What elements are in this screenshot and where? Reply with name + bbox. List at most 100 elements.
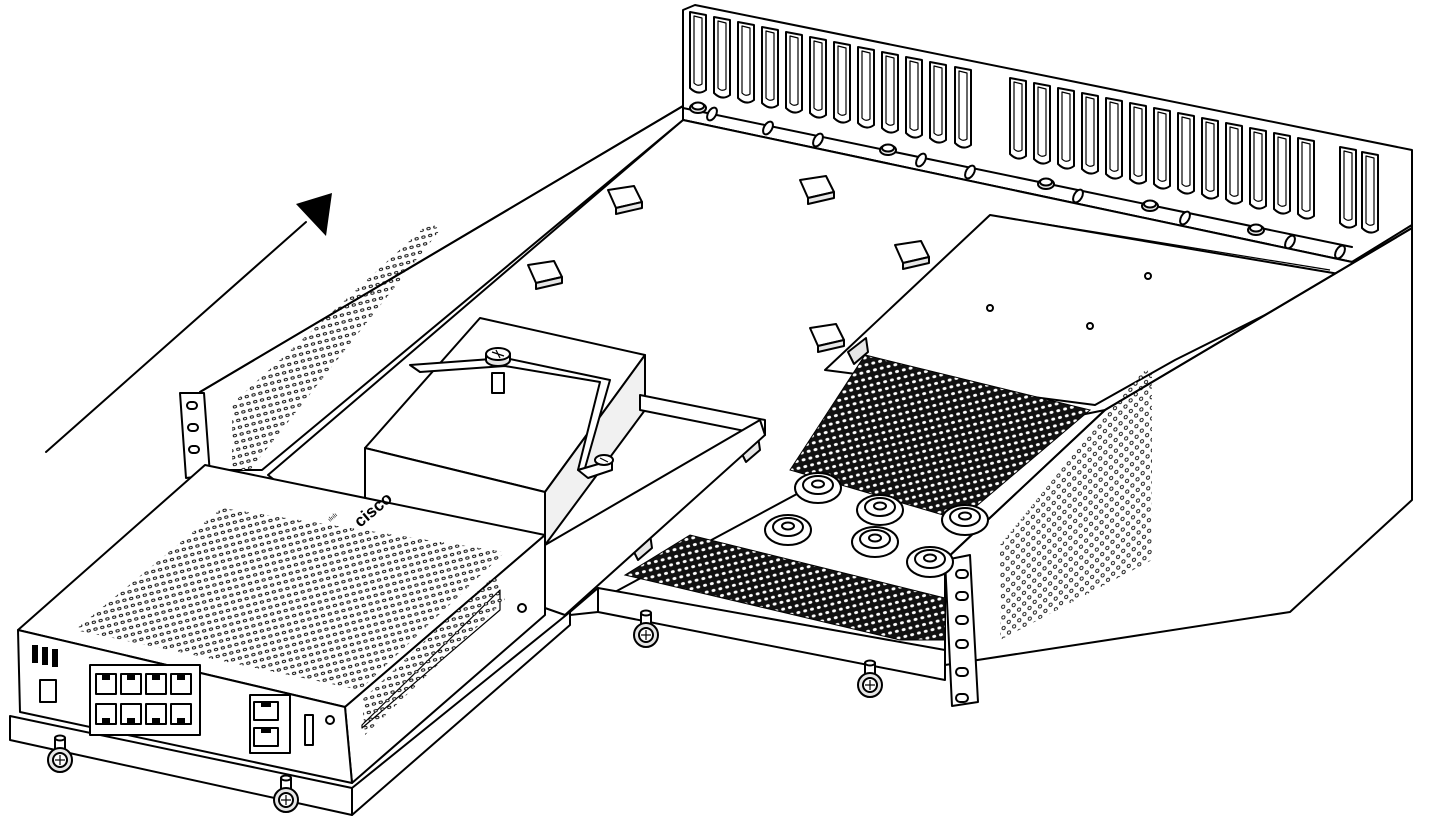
retention-clip-edge <box>535 276 563 290</box>
cable-finger-slot <box>789 35 799 106</box>
right-device-tray-lip <box>569 587 946 681</box>
cable-management-finger <box>785 31 803 114</box>
cable-finger-slot <box>837 45 847 116</box>
cable-management-finger <box>1081 92 1099 175</box>
uplink-port-latch <box>261 728 271 733</box>
cable-finger-slot <box>1253 131 1263 202</box>
cable-finger-slot <box>1365 155 1375 226</box>
cable-finger-slot <box>885 55 895 126</box>
cable-finger-slot <box>1133 106 1143 177</box>
cable-management-finger <box>1177 112 1195 195</box>
cable-management-finger <box>1339 146 1357 229</box>
rubber-foot-center <box>868 533 882 543</box>
cable-finger-slot <box>693 15 703 86</box>
rack-ear-slot <box>955 615 969 625</box>
ethernet-port-latch <box>102 718 110 724</box>
cable-finger-slot <box>1157 111 1167 182</box>
rack-ear-slot <box>955 591 969 601</box>
cable-finger-slot <box>1037 86 1047 157</box>
ethernet-port-latch <box>152 674 160 680</box>
bracket-thumbscrew <box>485 347 511 394</box>
cable-finger-slot <box>765 30 775 101</box>
rubber-feet <box>764 472 989 578</box>
ethernet-port-latch <box>152 718 160 724</box>
cable-finger-slot <box>717 20 727 91</box>
ethernet-port-latch <box>127 674 135 680</box>
power-supply-module <box>364 317 646 546</box>
cable-management-finger <box>1225 122 1243 205</box>
rubber-foot-center <box>811 479 825 489</box>
right-rack-mount-ear <box>944 554 979 707</box>
ethernet-port-latch <box>177 718 185 724</box>
rear-wall-screw-head <box>691 101 705 111</box>
insertion-direction-arrow <box>45 193 332 453</box>
cable-finger-slot <box>1061 91 1071 162</box>
cable-management-finger <box>1361 151 1379 234</box>
thumbscrew-shaft-top <box>640 609 652 617</box>
retention-clip-edge <box>615 201 643 215</box>
cable-finger-slot <box>861 50 871 121</box>
mounting-slot <box>762 120 774 136</box>
cable-management-finger <box>1129 102 1147 185</box>
cable-management-finger <box>1249 127 1267 210</box>
cable-finger-slot <box>1229 126 1239 197</box>
thumbscrew-shaft-top <box>280 774 292 782</box>
tray-guide-tab <box>847 337 869 365</box>
captive-thumbscrews <box>47 609 883 813</box>
ethernet-port-latch <box>102 674 110 680</box>
cable-finger-slot <box>1301 141 1311 212</box>
mounting-slot <box>706 106 718 122</box>
cable-management-finger <box>857 46 875 129</box>
rear-wall-screw-head <box>1249 223 1263 233</box>
cable-finger-slot <box>741 25 751 96</box>
rack-ear-slot <box>955 569 969 579</box>
rear-wall-screw-head <box>881 143 895 153</box>
cable-management-finger <box>1153 107 1171 190</box>
cable-finger-slot <box>1205 121 1215 192</box>
rubber-foot-center <box>923 553 937 563</box>
cable-finger-slot <box>958 70 968 141</box>
cable-finger-slot <box>933 65 943 136</box>
ethernet-port-latch <box>127 718 135 724</box>
cable-management-finger <box>1297 137 1315 220</box>
cable-management-finger <box>713 16 731 99</box>
cable-management-finger <box>689 11 707 94</box>
thumbscrew-shaft-top <box>54 734 66 742</box>
cable-management-finger <box>833 41 851 124</box>
rubber-foot-center <box>873 501 887 511</box>
left-device-tray <box>9 394 766 816</box>
retention-clip-edge <box>902 256 930 270</box>
rack-ear-slot <box>955 639 969 649</box>
uplink-port-latch <box>261 702 271 707</box>
cable-finger-slot <box>909 60 919 131</box>
retention-clip-edge <box>807 191 835 205</box>
cable-finger-slot <box>1109 101 1119 172</box>
mounting-slot <box>812 132 824 148</box>
thumbscrew-shaft-top <box>864 659 876 667</box>
cable-management-finger <box>954 66 972 149</box>
bracket-screw <box>594 454 614 466</box>
mounting-slot <box>915 152 927 168</box>
ethernet-port-latch <box>177 674 185 680</box>
tray-ventilation-perforations <box>623 354 1092 641</box>
cable-management-finger <box>1009 77 1027 160</box>
rubber-foot-center <box>781 521 795 531</box>
cable-management-finger <box>761 26 779 109</box>
cable-management-finger <box>1201 117 1219 200</box>
cable-management-finger <box>1105 97 1123 180</box>
cable-finger-slot <box>1181 116 1191 187</box>
rear-cable-management-wall <box>682 4 1413 263</box>
cable-finger-slot <box>1085 96 1095 167</box>
rack-ear-slot <box>955 667 969 677</box>
rear-wall-screw-head <box>1039 177 1053 187</box>
mounting-slot <box>1179 210 1191 226</box>
cable-finger-slot <box>1277 136 1287 207</box>
cable-finger-slot <box>1343 150 1353 221</box>
cable-management-finger <box>737 21 755 104</box>
cable-management-finger <box>905 56 923 139</box>
cable-finger-slot <box>813 40 823 111</box>
cable-management-finger <box>929 61 947 144</box>
cable-management-finger <box>1033 82 1051 165</box>
rear-wall-screw-head <box>1143 199 1157 209</box>
